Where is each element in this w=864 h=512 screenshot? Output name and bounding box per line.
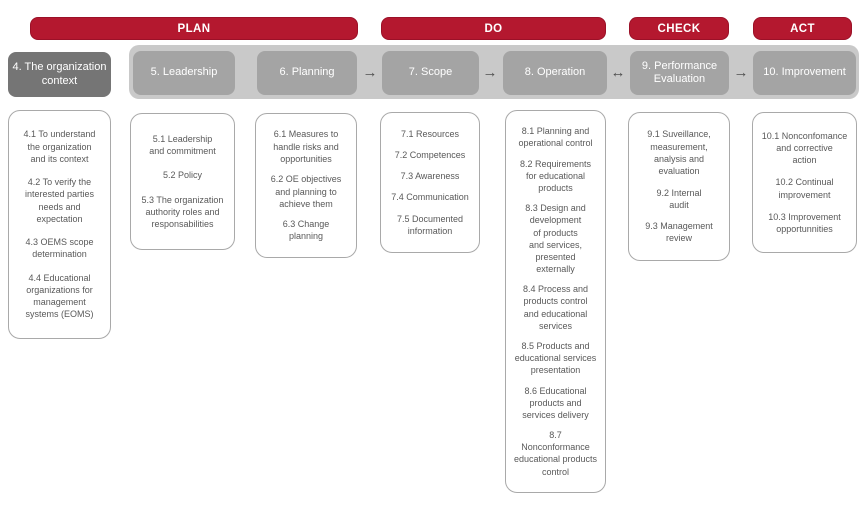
clause-item-4-4: 4.4 Educational organizations for manage… [25, 272, 94, 320]
clause-item-9-1: 9.1 Suveillance, measurement, analysis a… [647, 129, 711, 176]
clause-item-6-2: 6.2 OE objectives and planning to achiev… [270, 174, 342, 209]
clause-10-details-box: 10.1 Nonconfomance and corrective action… [752, 112, 857, 253]
phase-check: CHECK [629, 17, 729, 40]
clause-item-4-1: 4.1 To understand the organization and i… [23, 129, 96, 164]
clause-5-details-box: 5.1 Leadership and commitment 5.2 Policy… [130, 113, 235, 250]
clause-item-6-3: 6.3 Change planning [282, 219, 330, 242]
clause-item-8-3: 8.3 Design and development of products a… [525, 203, 586, 274]
stage-10-improvement: 10. Improvement [753, 51, 856, 95]
phase-act: ACT [753, 17, 852, 40]
clause-item-7-1: 7.1 Resources [400, 129, 460, 140]
arrow-right-icon: → [482, 64, 498, 81]
arrow-right-icon: → [733, 64, 749, 81]
clause-6-details-box: 6.1 Measures to handle risks and opportu… [255, 113, 357, 258]
clause-item-8-5: 8.5 Products and educational services pr… [514, 340, 597, 376]
clause-4-details-box: 4.1 To understand the organization and i… [8, 110, 111, 339]
phase-do: DO [381, 17, 606, 40]
clause-7-details-box: 7.1 Resources 7.2 Competences 7.3 Awaren… [380, 112, 480, 253]
clause-item-9-2: 9.2 Internal audit [656, 187, 702, 210]
clause-8-details-box: 8.1 Planning and operational control 8.2… [505, 110, 606, 493]
clause-item-8-1: 8.1 Planning and operational control [518, 126, 593, 149]
clause-item-4-3: 4.3 OEMS scope determination [25, 237, 94, 260]
stage-8-operation: 8. Operation [503, 51, 607, 95]
stage-9-performance-evaluation: 9. Performance Evaluation [630, 51, 729, 95]
clause-item-5-3: 5.3 The organization authority roles and… [141, 195, 224, 230]
stage-4-organization-context: 4. The organization context [8, 52, 111, 97]
clause-9-details-box: 9.1 Suveillance, measurement, analysis a… [628, 112, 730, 261]
clause-item-7-3: 7.3 Awareness [400, 171, 460, 182]
clause-item-8-7: 8.7 Nonconformance educational products … [513, 430, 598, 477]
phase-plan: PLAN [30, 17, 358, 40]
clause-item-8-2: 8.2 Requirements for educational product… [519, 158, 592, 193]
stage-7-scope: 7. Scope [382, 51, 479, 95]
arrow-both-icon: ↔ [610, 64, 626, 81]
clause-item-7-5: 7.5 Documented information [396, 213, 464, 236]
clause-item-10-1: 10.1 Nonconfomance and corrective action [761, 130, 848, 165]
clause-item-7-4: 7.4 Communication [391, 192, 469, 203]
clause-item-6-1: 6.1 Measures to handle risks and opportu… [273, 129, 339, 164]
clause-item-5-2: 5.2 Policy [162, 170, 203, 181]
process-band [129, 45, 859, 99]
clause-item-10-3: 10.3 Improvement opportunnities [768, 212, 841, 235]
clause-item-9-3: 9.3 Management review [645, 221, 713, 244]
clause-item-7-2: 7.2 Competences [394, 150, 466, 161]
clause-item-4-2: 4.2 To verify the interested parties nee… [24, 177, 95, 224]
clause-item-8-6: 8.6 Educational products and services de… [522, 385, 589, 420]
arrow-right-icon: → [362, 64, 378, 81]
stage-5-leadership: 5. Leadership [133, 51, 235, 95]
clause-item-5-1: 5.1 Leadership and commitment [149, 133, 216, 156]
clause-item-8-4: 8.4 Process and products control and edu… [522, 284, 589, 331]
clause-item-10-2: 10.2 Continual improvement [775, 177, 834, 200]
stage-6-planning: 6. Planning [257, 51, 357, 95]
